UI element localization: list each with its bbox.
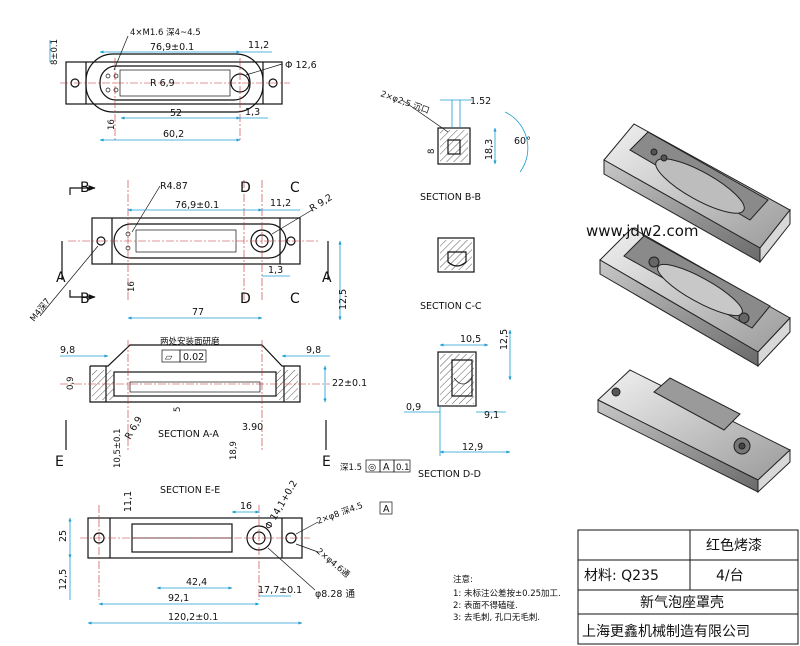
dd-dim-10-5: 10,5 (460, 334, 481, 345)
ee-dim-16: 16 (240, 501, 252, 512)
title-material: 材料: Q235 (584, 568, 659, 584)
cut-label-a-left: A (56, 270, 66, 286)
title-quantity: 4/台 (716, 568, 744, 584)
top-view: 8±0.1 76,9±0.1 11,2 4×M1.6 深4~4.5 Φ 12,6… (49, 28, 317, 142)
dim-1-52: 1.52 (470, 96, 491, 107)
ee-dim-25: 25 (58, 530, 69, 542)
ee-dim-12-5: 12,5 (58, 569, 69, 590)
section-aa-title: SECTION A-A (158, 429, 219, 440)
watermark: www.jdw2.com (586, 222, 699, 240)
dim-length: 76,9±0.1 (150, 42, 194, 53)
section-dd: 10,5 12,5 0,9 9,1 12,9 SECTION D-D (404, 329, 512, 480)
ee-dim-120-2: 120,2±0.1 (168, 612, 218, 623)
position-tolerance: 0.1 (396, 463, 410, 473)
dim-18-3: 18,3 (484, 139, 495, 160)
angle-60: 60° (514, 136, 531, 147)
section-ee: SECTION E-E 25 12,5 11,1 16 Φ 14,1+0.2 深… (58, 459, 411, 625)
flatness-symbol: ▱ (165, 352, 173, 363)
isometric-views (597, 123, 791, 494)
section-aa-outline (89, 344, 301, 403)
ee-dim-92-1: 92,1 (168, 593, 189, 604)
dim-22: 22±0.1 (332, 378, 367, 389)
section-cc-outline (437, 237, 475, 273)
counterbore-callout: 2×φ8 深4.5 (316, 501, 365, 527)
dim-0-9: 0,9 (66, 376, 76, 390)
dim-3-90: 3.90 (242, 422, 263, 433)
ee-depth: 深1.5 (340, 463, 362, 473)
dd-dim-0-9: 0,9 (406, 402, 421, 413)
title-finish: 红色烤漆 (706, 537, 762, 554)
cut-label-e-right: E (322, 454, 331, 470)
note-line-2: 2: 表面不得磕碰. (453, 600, 518, 611)
dd-dim-9-1: 9,1 (484, 410, 499, 421)
dim-16: 16 (107, 119, 117, 130)
dim-r9-2: R 9,2 (308, 192, 335, 214)
dim-9-8-right: 9,8 (306, 345, 321, 356)
title-block: 红色烤漆 材料: Q235 4/台 新气泡座罩壳 上海更鑫机械制造有限公司 (577, 529, 799, 645)
thru-hole-callout: 2×φ4.6通 (314, 546, 352, 581)
section-dd-outline (437, 351, 477, 407)
section-cc: SECTION C-C (420, 237, 482, 312)
dim-r4-87: R4.87 (160, 181, 188, 192)
section-aa-r6-9: R 6,9 (123, 415, 145, 442)
dim-10-5: 10,5±0.1 (113, 428, 123, 468)
plan-dim-16: 16 (127, 281, 137, 292)
plan-dim-12-5: 12,5 (338, 289, 349, 310)
plan-dim-1-3: 1,3 (268, 265, 283, 276)
dd-dim-12-5: 12,5 (499, 329, 510, 350)
dim-52: 52 (170, 108, 182, 119)
section-aa: 两处安装面研磨 ▱ 0.02 9,8 9,8 0,9 22±0.1 5 R 6,… (55, 336, 367, 470)
grinding-note: 两处安装面研磨 (160, 336, 220, 347)
note-line-1: 1: 未标注公差按±0.25加工. (453, 588, 561, 599)
datum-box-a: A (383, 504, 390, 515)
dd-dim-12-9: 12,9 (462, 442, 483, 453)
ee-dim-17-7: 17,7±0.1 (258, 585, 302, 596)
dim-9-8-left: 9,8 (60, 345, 75, 356)
dim-77: 77 (192, 307, 204, 318)
cut-label-b-bottom: B (80, 291, 90, 307)
section-dd-title: SECTION D-D (418, 469, 481, 480)
hole-callout: 4×M1.6 深4~4.5 (130, 28, 201, 38)
dim-11-2: 11,2 (248, 40, 269, 51)
bb-dim-8: 8 (427, 149, 437, 154)
dim-dia-12-6: Φ 12,6 (285, 60, 317, 71)
ee-dim-11-1: 11,1 (123, 491, 134, 512)
flatness-value: 0.02 (183, 352, 204, 363)
plan-view: B B D D C C A A R4.87 76,9±0.1 11,2 R 9,… (28, 180, 349, 324)
cut-label-e-left: E (55, 454, 64, 470)
title-company: 上海更鑫机械制造有限公司 (582, 623, 750, 640)
cut-label-d-bottom: D (240, 291, 251, 307)
cut-label-c-bottom: C (290, 291, 300, 307)
dim-r6-9: R 6,9 (150, 78, 175, 89)
ee-dim-8-28: φ8.28 通 (315, 589, 355, 600)
position-datum: A (383, 462, 390, 473)
section-cc-title: SECTION C-C (420, 301, 482, 312)
section-bb: 1.52 2×φ2,5 沉口 8 18,3 60° SECTION B-B (379, 89, 531, 203)
notes: 注意: 1: 未标注公差按±0.25加工. 2: 表面不得磕碰. 3: 去毛刺,… (453, 574, 561, 623)
dim-8: 8±0.1 (50, 39, 60, 65)
cut-label-a-right: A (322, 270, 332, 286)
plan-dim-length: 76,9±0.1 (175, 200, 219, 211)
countersink-callout: 2×φ2,5 沉口 (379, 89, 431, 116)
cut-label-d-top: D (240, 180, 251, 196)
cut-label-b-top: B (80, 180, 90, 196)
position-symbol: ◎ (368, 462, 376, 473)
title-part-name: 新气泡座罩壳 (640, 594, 724, 611)
ee-dim-42-4: 42,4 (186, 577, 207, 588)
plan-dim-11-2: 11,2 (270, 198, 291, 209)
cut-label-c-top: C (290, 180, 300, 196)
section-bb-title: SECTION B-B (420, 192, 481, 203)
m4-thread-callout: M4深7 (28, 297, 52, 324)
notes-heading: 注意: (453, 574, 473, 585)
dim-18-9: 18,9 (229, 441, 239, 460)
section-ee-title: SECTION E-E (160, 485, 220, 496)
section-bb-outline (437, 127, 471, 165)
dim-60-2: 60,2 (163, 129, 184, 140)
dim-5: 5 (173, 407, 183, 412)
dim-1-3: 1,3 (245, 107, 260, 118)
note-line-3: 3: 去毛刺, 孔口无毛刺. (453, 612, 540, 623)
